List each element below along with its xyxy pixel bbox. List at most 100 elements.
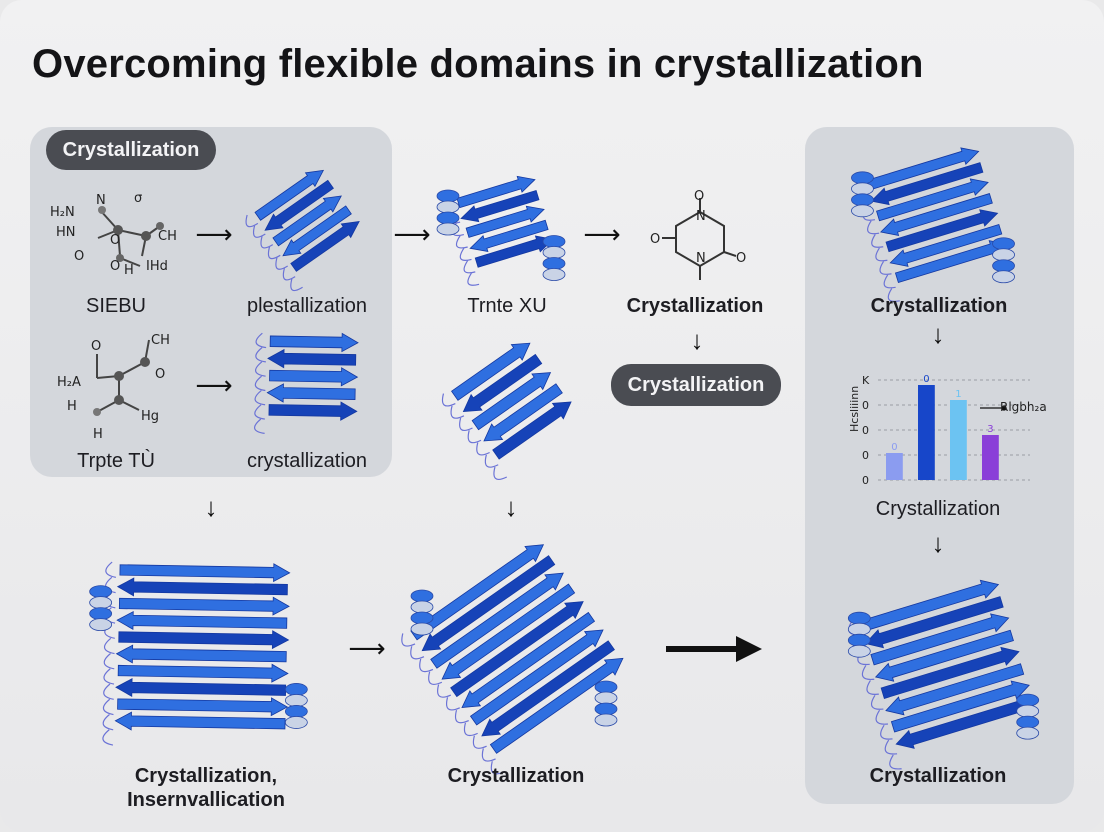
beta-strand	[282, 205, 352, 257]
alpha-helix-turn	[992, 237, 1015, 251]
molecule-1-atom: IHd	[146, 259, 168, 274]
alpha-helix-turn	[284, 716, 308, 729]
molecule-1-atom: N	[96, 193, 106, 208]
loop-segment	[887, 288, 900, 302]
chart-ylabel: Hcsliiinn	[848, 386, 861, 432]
loop-segment	[419, 658, 434, 673]
loop-segment	[867, 220, 880, 235]
arrow-down: ↓	[690, 325, 704, 355]
beta-strand	[441, 583, 576, 680]
beta-strand	[889, 223, 1003, 267]
beta-strand	[864, 596, 1004, 649]
loop-segment	[866, 680, 879, 695]
loop-segment	[463, 722, 478, 737]
alpha-helix-turn	[89, 618, 113, 631]
beta-strand	[456, 175, 536, 209]
molecule-1: H₂N N HN O O CH O H IHd σ	[50, 191, 177, 278]
loop-segment	[428, 671, 443, 685]
y-tick-label: 0	[862, 449, 869, 462]
alpha-helix-turn	[1016, 693, 1040, 707]
label-trnte-xu: Trnte XU	[467, 295, 547, 317]
crystallization-badge-mid: Crystallization	[611, 364, 781, 406]
beta-strand	[880, 193, 993, 236]
chart-caption: Crystallization	[875, 498, 1001, 520]
loop-segment	[889, 754, 902, 770]
alpha-helix-turn	[89, 585, 113, 598]
alpha-helix-turn	[992, 248, 1015, 262]
molecule-1-atom: H₂N	[50, 205, 75, 220]
beta-strand	[481, 640, 615, 737]
beta-strand	[462, 353, 543, 413]
molecule-2-atom: CH	[151, 333, 170, 348]
crystallization-badge-top: Crystallization	[46, 130, 216, 170]
beta-strand	[116, 577, 288, 597]
molecule-2-atom: H₂A	[57, 375, 81, 390]
arrow-down: ↓	[504, 492, 518, 522]
molecule-2-atom: Hg	[141, 409, 159, 424]
protein-structure-5	[851, 147, 1015, 302]
beta-strand	[118, 596, 290, 616]
beta-strand	[267, 348, 357, 369]
label-sibu: SIEBU	[85, 295, 147, 317]
beta-strand	[469, 629, 604, 726]
loop-segment	[459, 417, 473, 431]
beta-strand	[451, 342, 531, 401]
loop-segment	[493, 466, 508, 480]
alpha-helix-turn	[410, 589, 434, 603]
beta-strand	[469, 219, 549, 253]
alpha-helix-turn	[594, 702, 618, 716]
y-tick-label: 0	[862, 424, 869, 437]
loop-segment	[254, 418, 265, 434]
arrow-right: ⟶	[195, 219, 233, 249]
loop-segment	[884, 739, 898, 755]
loop-segment	[103, 668, 115, 685]
loop-segment	[875, 709, 889, 725]
bar	[950, 400, 967, 480]
loop-segment	[254, 389, 266, 406]
alpha-helix-turn	[847, 644, 871, 658]
alpha-helix-turn	[1016, 715, 1040, 729]
label-crystallization-lower: crystallization	[246, 450, 368, 472]
label-crystallization-top-mid: Crystallization	[626, 295, 764, 317]
beta-strand	[119, 563, 291, 583]
beta-strand	[460, 189, 540, 223]
alpha-helix-turn	[1016, 704, 1040, 718]
molecule-3-atom: O	[694, 189, 704, 204]
bar-value-label: 0	[923, 374, 929, 385]
loop-segment	[255, 361, 266, 377]
beta-strand	[461, 611, 596, 708]
loop-segment	[445, 697, 461, 711]
alpha-helix-turn	[851, 193, 874, 207]
y-tick-label: 0	[862, 399, 869, 412]
loop-segment	[255, 347, 266, 363]
y-tick-label: K	[862, 374, 870, 387]
loop-segment	[290, 278, 303, 292]
molecule-2-atom: H	[93, 427, 103, 442]
loop-segment	[861, 665, 875, 681]
alpha-helix-turn	[594, 691, 618, 705]
beta-strand	[885, 663, 1025, 716]
beta-strand	[290, 221, 360, 272]
beta-strand	[269, 332, 359, 353]
bar	[918, 385, 935, 480]
beta-strand	[266, 383, 356, 403]
beta-strand	[272, 195, 342, 247]
arrow-down: ↓	[931, 319, 945, 349]
beta-strand	[116, 610, 288, 630]
alpha-helix-turn	[436, 222, 460, 236]
beta-strand	[483, 383, 563, 442]
alpha-helix-turn	[1016, 726, 1040, 740]
loop-segment	[267, 246, 281, 260]
molecule-1-atom: HN	[56, 225, 76, 240]
protein-structure-1	[245, 169, 360, 292]
alpha-helix-turn	[410, 600, 434, 614]
bar	[982, 435, 999, 480]
beta-strand	[269, 367, 359, 387]
loop-segment	[472, 735, 487, 749]
loop-segment	[103, 683, 114, 700]
y-tick-label: 0	[862, 474, 869, 487]
molecule-3-atom: O	[650, 232, 660, 247]
label-trpte-tu: Trpte TÙ	[77, 450, 155, 472]
alpha-helix-turn	[851, 171, 874, 185]
